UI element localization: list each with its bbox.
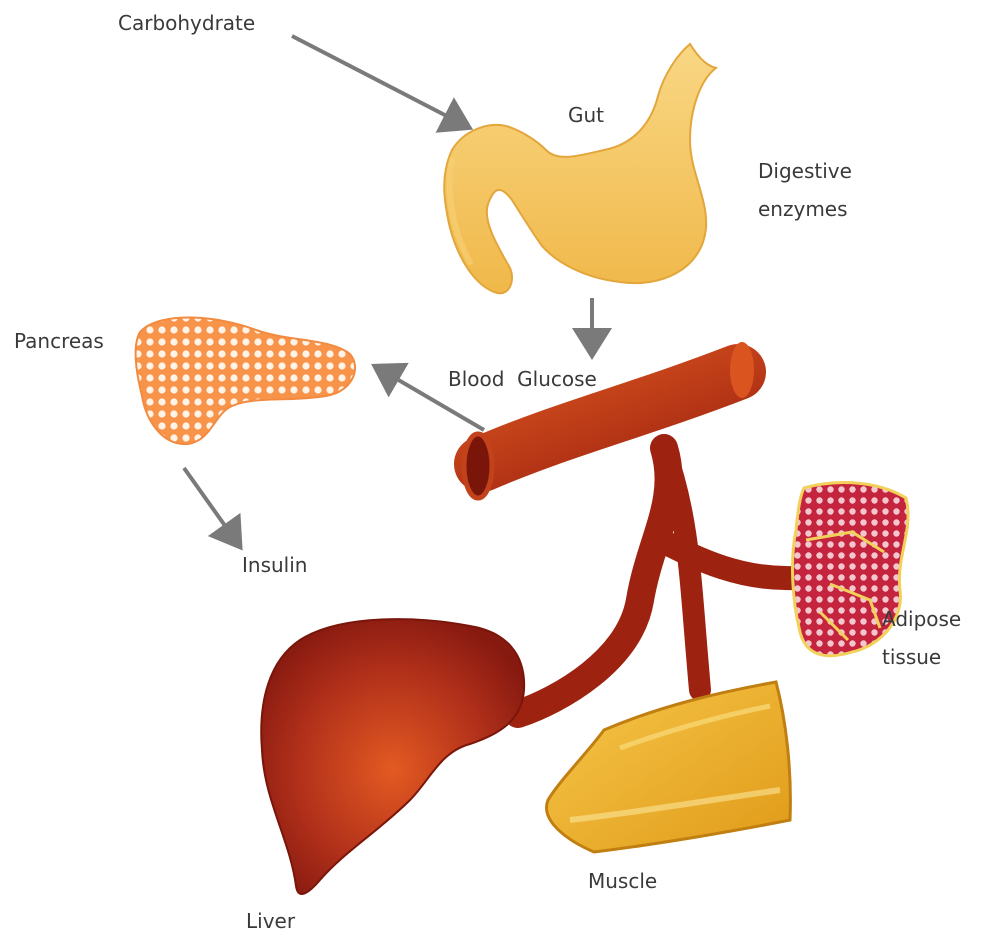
label-carbohydrate: Carbohydrate — [118, 11, 255, 35]
label-gut: Gut — [568, 103, 604, 127]
arrow-carbohydrate-to-gut — [292, 36, 466, 126]
label-blood-glucose: Blood Glucose — [448, 367, 597, 391]
label-muscle: Muscle — [588, 869, 657, 893]
label-insulin: Insulin — [242, 553, 307, 577]
label-digestive-line1: Digestive — [758, 159, 852, 183]
arrow-pancreas-to-insulin — [184, 468, 238, 544]
label-adipose-line1: Adipose — [882, 607, 961, 631]
gut-illustration — [444, 44, 716, 293]
pancreas-illustration — [136, 317, 356, 444]
label-digestive-line2: enzymes — [758, 197, 848, 221]
muscle-illustration — [547, 682, 791, 852]
liver-illustration — [261, 619, 524, 894]
label-adipose-line2: tissue — [882, 645, 941, 669]
label-liver: Liver — [246, 909, 296, 933]
label-pancreas: Pancreas — [14, 329, 104, 353]
